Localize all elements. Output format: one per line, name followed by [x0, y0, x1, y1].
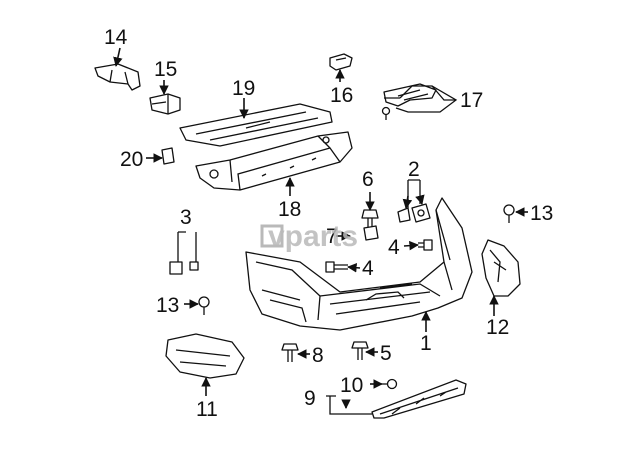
part-3-clips — [169, 261, 199, 275]
callout-19: 19 — [232, 77, 255, 100]
part-15-clip — [149, 93, 181, 115]
callout-11: 12 — [486, 316, 509, 339]
watermark-text: vparts — [268, 220, 358, 253]
callout-7: 7 — [326, 225, 338, 248]
part-17-bracket — [381, 83, 437, 120]
watermark-logo: vparts — [260, 220, 358, 253]
callout-20: 20 — [120, 148, 143, 171]
part-11-corner-piece — [481, 239, 521, 297]
callout-13-lower: 13 — [156, 294, 179, 317]
part-8-bolt — [281, 343, 299, 362]
callout-16: 16 — [330, 84, 353, 107]
callout-12: 11 — [196, 398, 218, 421]
callout-18: 18 — [278, 198, 301, 221]
part-12-lower-cover — [165, 333, 245, 379]
part-6-bolt — [351, 341, 369, 360]
callout-4-left: 4 — [362, 257, 374, 280]
part-10-bolt — [382, 378, 398, 390]
part-4-bolt-left — [325, 261, 348, 273]
part-5-bolt — [361, 209, 379, 230]
part-16-clip — [329, 53, 353, 71]
callout-4-right: 4 — [388, 236, 400, 259]
callout-10: 10 — [340, 374, 363, 397]
part-2-sensors — [397, 203, 431, 223]
callout-9: 9 — [304, 387, 316, 410]
callout-2: 2 — [408, 158, 420, 181]
part-19-plate — [179, 103, 333, 147]
callout-3: 3 — [180, 206, 192, 229]
callout-5: 6 — [362, 168, 374, 191]
callout-1: 1 — [420, 332, 432, 355]
part-4-bolt-right — [418, 239, 433, 251]
part-20-clip — [161, 147, 175, 165]
part-18-beam — [195, 131, 353, 191]
part-9-step-strip — [371, 379, 467, 419]
part-1-bumper-cover — [245, 197, 473, 331]
callout-14: 14 — [104, 26, 128, 49]
callout-8: 8 — [312, 344, 324, 367]
part-13-screw-lower — [198, 296, 210, 315]
callout-labels: 14 15 16 17 19 20 18 6 2 13 3 7 4 4 13 1… — [104, 26, 553, 421]
leader-lines — [113, 47, 528, 415]
callout-13-upper: 13 — [530, 202, 553, 225]
part-7-bolt — [363, 225, 379, 241]
callout-17: 17 — [460, 89, 483, 112]
part-14-bracket — [94, 63, 141, 91]
callout-15: 15 — [154, 58, 177, 81]
part-13-screw-upper — [503, 204, 515, 223]
callout-6: 5 — [380, 342, 392, 365]
